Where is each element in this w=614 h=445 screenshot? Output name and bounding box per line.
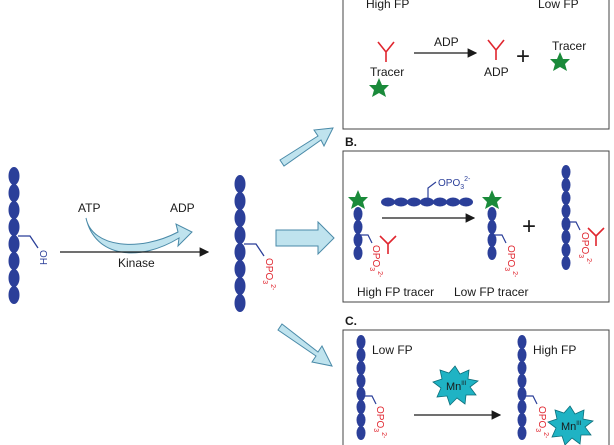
horizontal-linker	[427, 181, 437, 198]
hydroxyl-linker	[18, 235, 39, 249]
bound-linker	[569, 221, 581, 231]
panel-a-adp-product: ADP	[484, 65, 509, 79]
panel-a-low-fp: Low FP	[538, 0, 579, 11]
free-tracer-star-icon	[550, 52, 570, 71]
freed-tracer-phosphate-label: OPO32-	[503, 245, 518, 278]
substrate-peptide-chain	[8, 167, 20, 304]
bound-phosphate-label: OPO32-	[577, 232, 592, 265]
atp-adp-curved-arrow	[85, 217, 193, 254]
tracer-star-b-icon	[348, 190, 368, 209]
panel-c-linker-left	[364, 395, 377, 405]
tracer-linker	[361, 234, 373, 244]
panel-a-tracer-right: Tracer	[552, 39, 586, 53]
panel-a-high-fp: High FP	[366, 0, 409, 11]
phosphate-label: OPO32-	[261, 258, 276, 291]
panel-b-label: B.	[345, 135, 357, 149]
panel-c-label: C.	[345, 314, 357, 328]
kinase-label: Kinase	[118, 256, 155, 270]
hydroxyl-label: OH	[37, 250, 48, 265]
antibody-adp-icon	[487, 39, 505, 60]
horizontal-phosphopeptide	[381, 197, 473, 207]
panel-c-phosphate-left: OPO32-	[372, 406, 387, 439]
tracer-peptide-left	[353, 207, 363, 260]
atp-label: ATP	[78, 201, 100, 215]
tracer-phosphate-label: OPO32-	[368, 245, 383, 278]
antibody-b-icon	[379, 235, 397, 254]
freed-tracer-linker	[495, 234, 507, 244]
arrow-to-panel-c	[277, 323, 333, 367]
tracer-peptide-right	[487, 207, 497, 260]
mn-burst-icon	[432, 365, 479, 406]
mn-label-bound: MnIII	[561, 421, 582, 433]
panel-c-high-fp: High FP	[533, 343, 576, 357]
antibody-bound-icon	[587, 227, 605, 246]
phosphate-linker	[244, 243, 265, 257]
mn-label-free: MnIII	[446, 381, 467, 393]
low-fp-tracer-label: Low FP tracer	[454, 285, 528, 299]
bound-phosphopeptide	[561, 165, 571, 270]
panel-a-tracer-left: Tracer	[370, 65, 404, 79]
panel-c-peptide-right	[517, 335, 527, 440]
antibody-icon	[377, 41, 395, 62]
horizontal-phosphate-label: OPO32-	[438, 176, 471, 191]
panel-c-phosphate-right: OPO32-	[534, 406, 549, 439]
high-fp-tracer-label: High FP tracer	[357, 285, 434, 299]
tracer-star-icon	[369, 78, 389, 97]
panel-b-plus: +	[522, 213, 536, 240]
panel-a-plus: +	[516, 43, 530, 70]
phosphorylated-peptide-chain	[234, 175, 246, 312]
panel-c-peptide-left	[356, 335, 366, 440]
panel-c-low-fp: Low FP	[372, 343, 413, 357]
arrow-to-panel-a	[279, 127, 334, 167]
arrow-to-panel-b	[275, 220, 335, 256]
panel-c-linker-right	[525, 395, 538, 405]
panel-a-adp-arrow-label: ADP	[434, 35, 459, 49]
freed-tracer-star-icon	[482, 190, 502, 209]
adp-label-left: ADP	[170, 201, 195, 215]
mn-bound-burst-icon	[547, 405, 594, 445]
